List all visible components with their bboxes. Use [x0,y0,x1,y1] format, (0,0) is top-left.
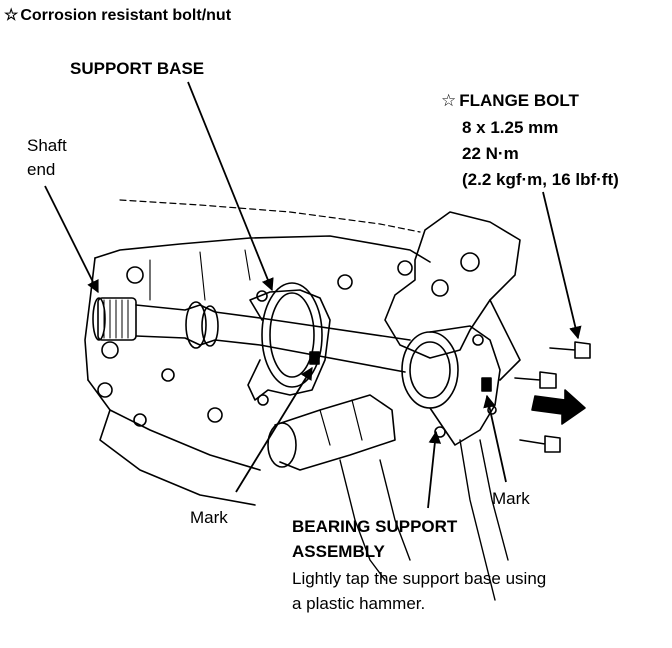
flange-bolt-title-text: FLANGE BOLT [459,91,579,110]
flange-bolt-title: ☆FLANGE BOLT [441,90,579,111]
flange-bolt-torque-alt: (2.2 kgf·m, 16 lbf·ft) [462,170,619,189]
engine-block-top-line [119,199,421,233]
mark-label-left: Mark [190,508,228,527]
header-note: ☆Corrosion resistant bolt/nut [4,5,231,26]
shaft-end-label-line2: end [27,160,56,179]
leader-support-base [187,81,274,292]
leader-mark-left [235,366,313,493]
lower-strut [339,459,411,581]
flange-bolt-size: 8 x 1.25 mm [462,118,559,137]
star-symbol: ☆ [441,91,457,110]
instruction-line1: Lightly tap the support base using [292,569,547,588]
leader-mark-right [483,394,507,483]
leader-shaft-end [44,185,99,294]
engine-block-outline [94,235,431,263]
leader-bearing-support [427,430,442,509]
instruction-line2: a plastic hammer. [292,594,426,613]
mark-label-right: Mark [492,489,530,508]
shaft-end-label-line1: Shaft [27,136,67,155]
flange-bolt-torque: 22 N·m [462,144,519,163]
direction-arrow [531,389,586,425]
engine-block-bottom [99,409,256,506]
star-symbol: ☆ [4,7,19,24]
main-shaft [135,304,411,341]
shaft-end-spline [97,297,137,341]
leader-flange-bolt [542,191,582,340]
flange-bolts [514,341,591,453]
engine-block-lower [87,379,261,471]
header-text: Corrosion resistant bolt/nut [20,7,232,24]
support-base-ring [261,282,323,388]
bearing-support-label-line2: ASSEMBLY [292,542,385,561]
support-base-label: SUPPORT BASE [70,59,205,78]
lower-pipe [274,394,396,471]
knuckle-bracket [384,211,521,359]
bearing-support-label-line1: BEARING SUPPORT [292,517,458,536]
